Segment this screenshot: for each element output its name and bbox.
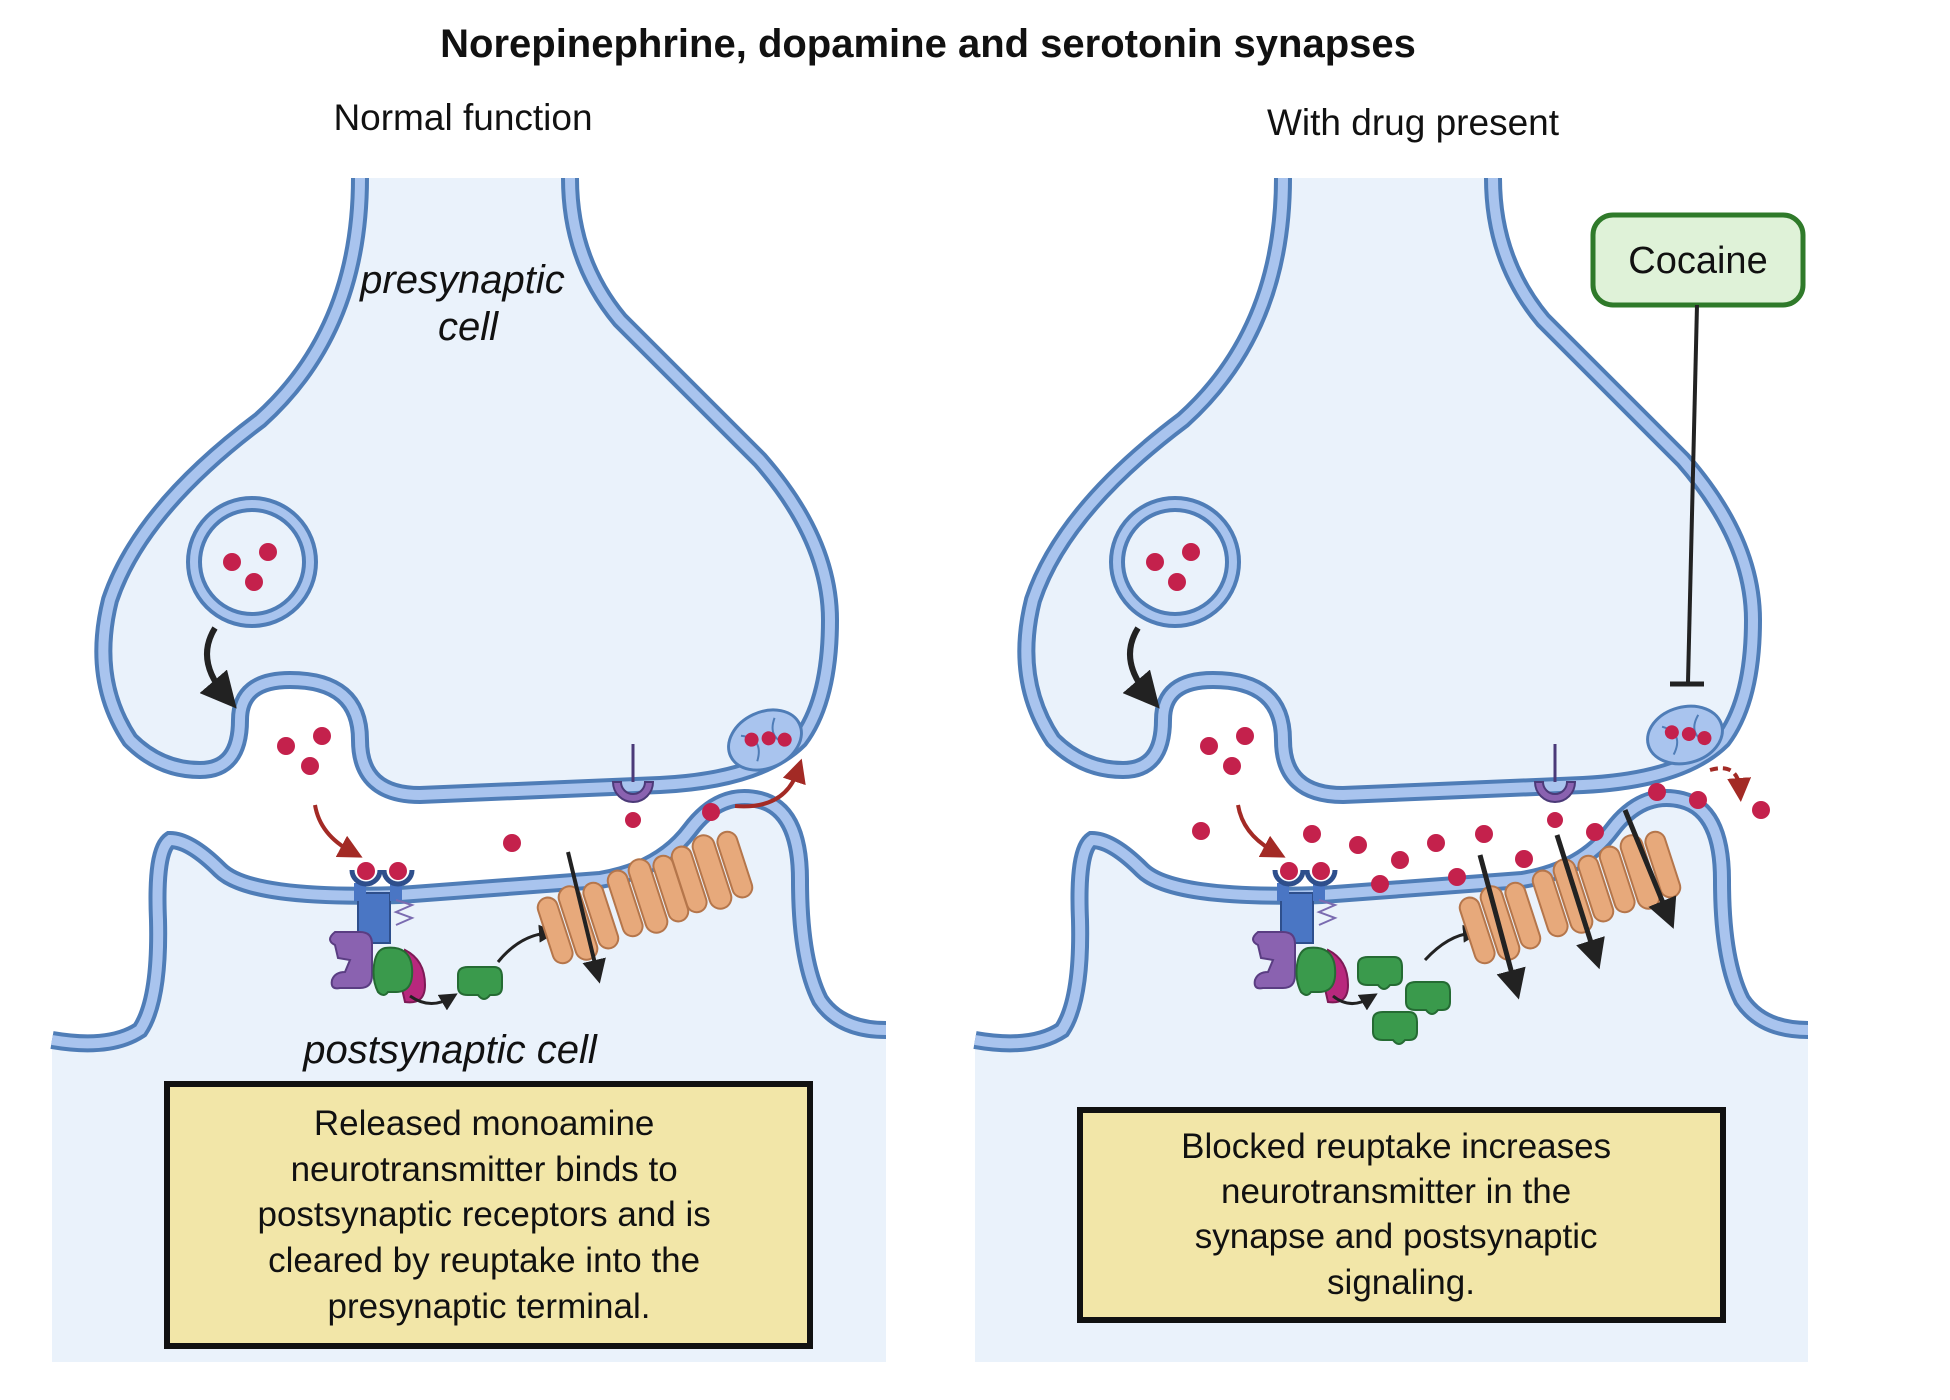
blocked-transporter <box>1639 696 1731 774</box>
caption-box-normal: Released monoamine neurotransmitter bind… <box>164 1081 813 1349</box>
caption-drug-line-3: synapse and postsynaptic <box>1195 1217 1598 1256</box>
release-arrow-drug <box>1236 804 1286 858</box>
postsynaptic-receptor <box>329 862 427 1004</box>
drug-label: Cocaine <box>1628 240 1767 282</box>
inhibition-line <box>1686 304 1699 683</box>
g-protein-release-arrow <box>409 993 458 1011</box>
caption-box-drug: Blocked reuptake increases neurotransmit… <box>1077 1107 1726 1323</box>
panel-with-drug: With drug present Cocaine <box>973 102 1809 1362</box>
presynaptic-terminal-drug <box>1017 177 1763 805</box>
drug-box: Cocaine <box>1590 212 1806 308</box>
neurotransmitter-molecules-drug <box>1192 727 1770 893</box>
caption-normal-line-4: cleared by reuptake into the <box>268 1241 700 1280</box>
presynaptic-label-line-1: presynaptic <box>359 258 565 302</box>
caption-normal-line-2: neurotransmitter binds to <box>291 1150 678 1189</box>
synaptic-vesicle <box>186 496 318 628</box>
caption-drug-line-4: signaling. <box>1327 1263 1475 1302</box>
panel-heading-drug: With drug present <box>1267 102 1560 143</box>
exocytosis-arrow <box>199 626 237 709</box>
presynaptic-label-line-2: cell <box>438 305 499 349</box>
svg-text:Blocked reuptake increases: Blocked reuptake increases neurotransmit… <box>1181 1127 1621 1302</box>
caption-normal-line-1: Released monoamine <box>314 1104 654 1143</box>
activated-g-protein <box>457 966 503 1000</box>
neurotransmitter-molecules <box>277 727 720 852</box>
synaptic-vesicle-drug <box>1109 496 1241 628</box>
panel-normal-function: Normal function presynaptic cell <box>50 97 887 1362</box>
svg-text:Released monoamine neu: Released monoamine neurotransmitter bind… <box>257 1104 720 1326</box>
caption-drug-line-2: neurotransmitter in the <box>1221 1172 1571 1211</box>
channel-activation-arrow <box>496 924 557 963</box>
presynaptic-terminal <box>94 177 840 805</box>
caption-normal-line-3: postsynaptic receptors and is <box>257 1195 710 1234</box>
postsynaptic-cell-label: postsynaptic cell <box>302 1028 598 1072</box>
g-protein-release-arrow-drug <box>1332 993 1378 1011</box>
reuptake-transporter <box>717 697 813 783</box>
postsynaptic-receptor-drug <box>1252 862 1350 1004</box>
ion-flow-arrows-drug <box>1477 809 1677 1000</box>
presynaptic-cell-label: presynaptic cell <box>359 258 576 349</box>
figure-title: Norepinephrine, dopamine and serotonin s… <box>440 22 1416 66</box>
caption-drug-line-1: Blocked reuptake increases <box>1181 1127 1611 1166</box>
exocytosis-arrow-drug <box>1122 626 1160 709</box>
caption-normal-line-5: presynaptic terminal. <box>328 1287 651 1326</box>
blocked-reuptake-arrow <box>1709 766 1752 802</box>
reuptake-arrow <box>734 758 806 809</box>
ion-flow-arrow <box>566 851 606 984</box>
panel-heading-normal: Normal function <box>333 97 592 138</box>
release-arrow <box>313 804 363 858</box>
